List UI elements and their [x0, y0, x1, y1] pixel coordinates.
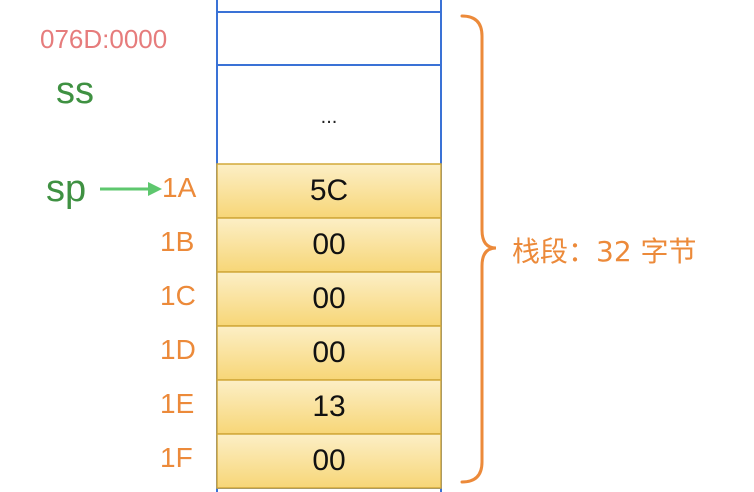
stack-segment-size-label: 栈段：32 字节: [512, 235, 697, 268]
sp-register-label: sp: [46, 168, 87, 210]
stack-cell-1F: [216, 433, 442, 489]
stack-cell-1E: [216, 379, 442, 435]
cell-value-1E: 13: [312, 390, 346, 423]
stack-cell-1A: [216, 163, 442, 219]
stack-cell-1D: [216, 325, 442, 381]
cell-value-1D: 00: [312, 336, 346, 369]
cell-address-1B: 1B: [160, 226, 195, 257]
stack-cells: [216, 163, 442, 489]
cell-address-1A: 1A: [162, 172, 197, 203]
cell-address-1C: 1C: [160, 280, 196, 311]
stack-cell-1C: [216, 271, 442, 327]
segment-address: 076D:0000: [40, 24, 168, 54]
cell-value-1C: 00: [312, 282, 346, 315]
ellipsis: ...: [320, 106, 338, 128]
cell-value-1F: 00: [312, 444, 346, 477]
cell-address-1D: 1D: [160, 334, 196, 365]
cell-address-1F: 1F: [160, 442, 193, 473]
sp-arrow: [100, 182, 162, 196]
cell-address-1E: 1E: [160, 388, 195, 419]
ss-register-label: ss: [56, 70, 94, 112]
cell-value-1B: 00: [312, 228, 346, 261]
stack-brace: [460, 14, 497, 484]
cell-value-1A: 5C: [309, 174, 349, 207]
